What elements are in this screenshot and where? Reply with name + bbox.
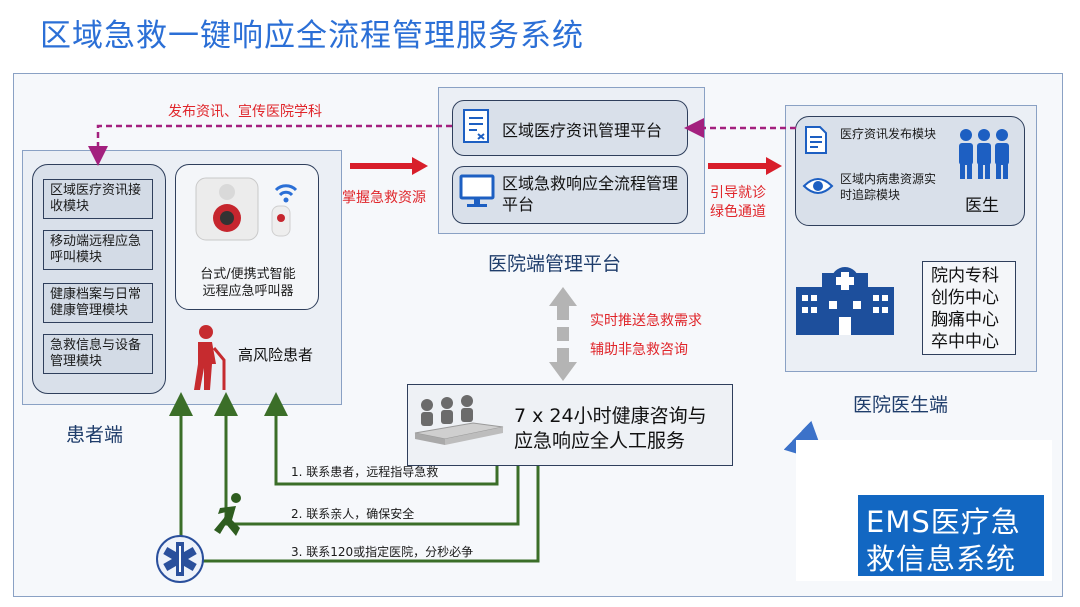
patient-side-label: 患者端 [66, 424, 124, 446]
eye-icon [802, 178, 834, 194]
call-center-icon [414, 395, 504, 445]
red-arrow-platform-to-doctor [708, 157, 782, 175]
doctor-module-publish: 医疗资讯发布模块 [840, 127, 937, 141]
specialty-3: 胸痛中心 [931, 310, 999, 330]
star-of-life-icon [156, 535, 204, 583]
grasp-label: 掌握急救资源 [342, 190, 426, 206]
service-line-2: 应急响应全人工服务 [514, 430, 686, 452]
green-line-1 [264, 392, 499, 486]
doctor-module-tracking: 区域内病患资源实时追踪模块 [840, 172, 937, 202]
module-info-receive: 区域医疗资讯接收模块 [43, 179, 153, 219]
emergency-response-label: 区域急救响应全流程管理平台 [502, 174, 679, 214]
publish-document-icon [805, 126, 827, 154]
module-emergency-device: 急救信息与设备管理模块 [43, 334, 153, 374]
hospital-icon [796, 267, 894, 335]
publish-label: 发布资讯、宣传医院学科 [168, 104, 322, 120]
info-management-label: 区域医疗资讯管理平台 [502, 121, 663, 140]
action-2: 2. 联系亲人，确保安全 [291, 507, 415, 521]
hospital-platform-label: 医院端管理平台 [488, 253, 622, 275]
emergency-caller-device-icon [195, 177, 298, 241]
page-title: 区域急救一键响应全流程管理服务系统 [40, 18, 584, 54]
monitor-icon [459, 174, 495, 207]
module-health-record: 健康档案与日常健康管理模块 [43, 283, 153, 323]
service-line-1: 7 x 24小时健康咨询与 [514, 405, 707, 427]
specialty-1: 院内专科 [931, 266, 999, 286]
ems-line-2: 救信息系统 [866, 542, 1017, 576]
doctors-icon [959, 129, 1009, 179]
ems-system-box [858, 495, 1044, 576]
specialty-2: 创伤中心 [931, 288, 999, 308]
module-remote-call: 移动端远程应急呼叫模块 [43, 230, 153, 270]
green-line-2 [214, 392, 520, 526]
running-person-icon [214, 493, 241, 536]
ems-line-1: EMS医疗急 [866, 505, 1021, 539]
green-line-3 [169, 392, 540, 563]
purple-arrow-platform-to-patient [88, 124, 452, 166]
device-label: 台式/便携式智能远程应急呼叫器 [200, 267, 296, 299]
action-1: 1. 联系患者，远程指导急救 [291, 465, 439, 479]
red-arrow-patient-to-platform [350, 157, 428, 175]
specialty-4: 卒中中心 [931, 332, 999, 352]
gray-arrow-down [549, 348, 577, 381]
push-label: 实时推送急救需求 [590, 313, 702, 329]
document-icon [463, 109, 489, 143]
doctor-label: 医生 [965, 196, 999, 216]
doctor-side-label: 医院医生端 [853, 394, 949, 416]
gray-arrow-up [549, 287, 577, 320]
assist-label: 辅助非急救咨询 [590, 342, 688, 358]
elderly-patient-icon [194, 325, 226, 390]
info-management-platform [452, 100, 688, 156]
gray-arrow-mid [557, 327, 569, 341]
guide-label-2: 绿色通道 [710, 204, 766, 220]
patient-label: 高风险患者 [238, 346, 314, 364]
specialty-list [922, 261, 1016, 355]
guide-label-1: 引导就诊 [710, 185, 766, 201]
action-3: 3. 联系120或指定医院，分秒必争 [291, 545, 474, 559]
